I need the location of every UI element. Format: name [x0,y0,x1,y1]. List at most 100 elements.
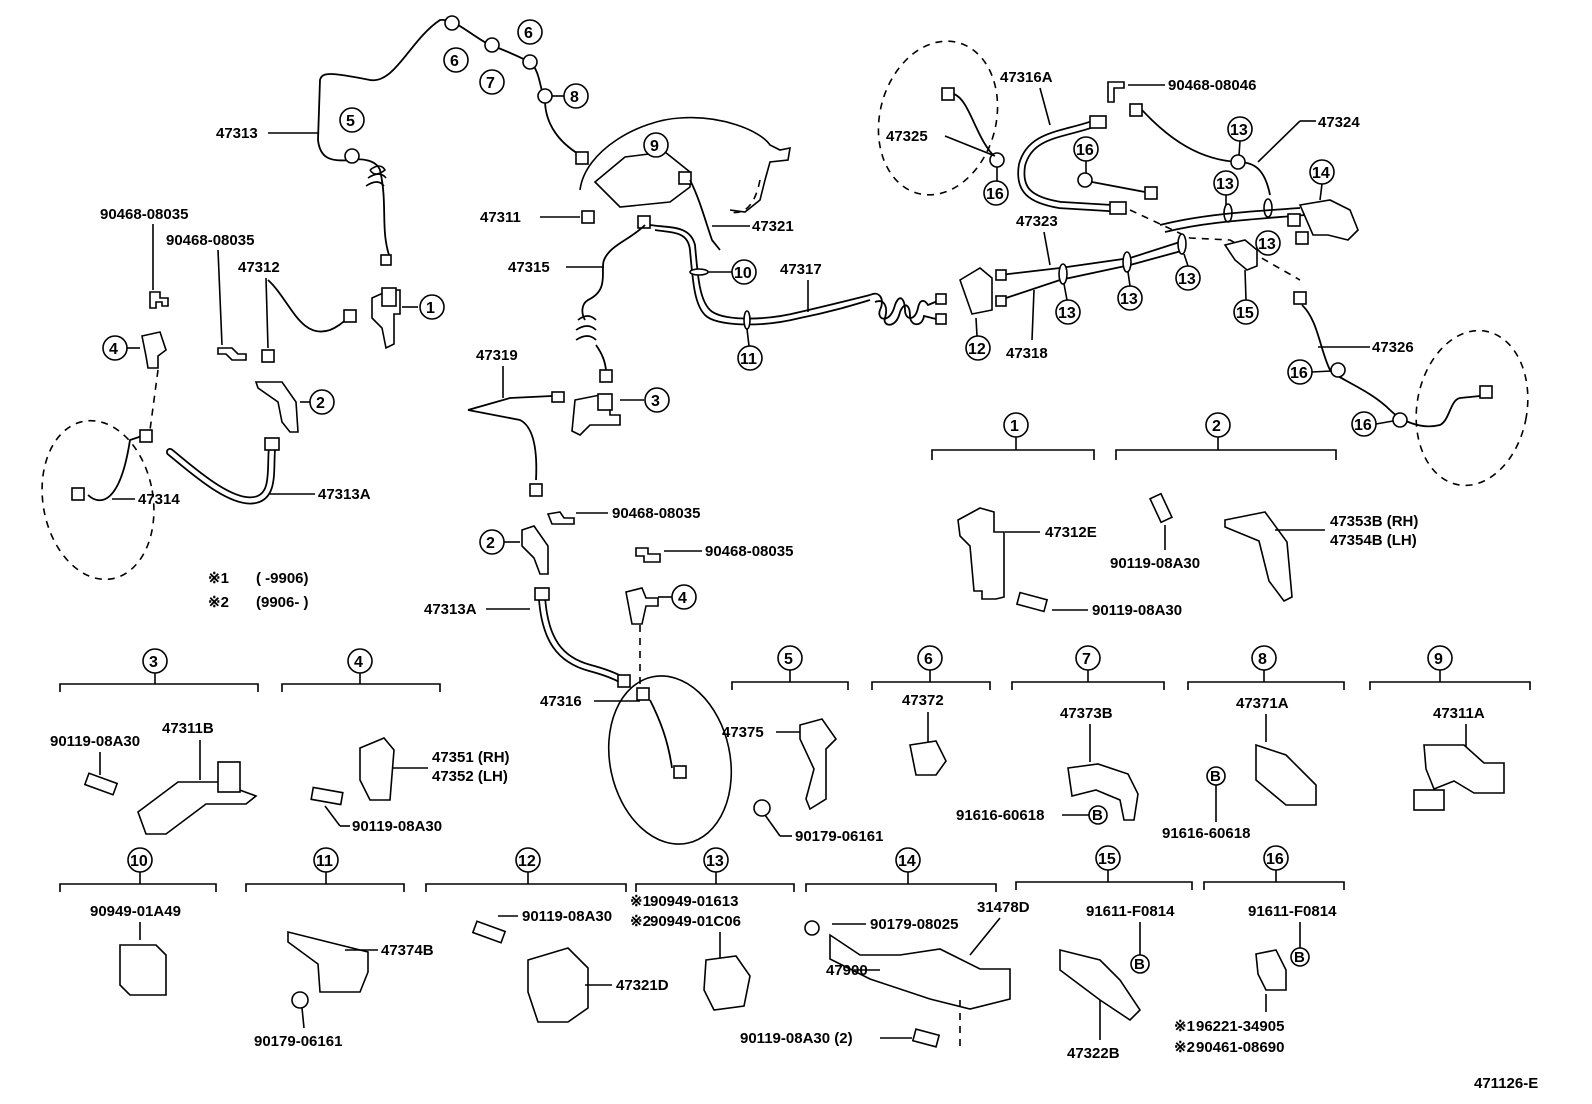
svg-text:47311B: 47311B [162,720,214,737]
figure-id: 471126-E [1474,1075,1538,1092]
group-3: 3 47311B 90119-08A30 [50,648,259,835]
svg-text:14: 14 [1312,165,1330,182]
callout-13e: 13 [1117,285,1143,311]
group-9: 9 47311A [1369,645,1531,811]
svg-text:B: B [1134,956,1145,973]
part-47318-label: 47318 [1006,345,1048,362]
callout-3-top: 3 [644,387,670,413]
group-15: 15 91611-F0814 B 47322B [1015,845,1193,1062]
part-47315-label: 47315 [508,259,550,276]
svg-text:※1: ※1 [1174,1018,1195,1035]
callout-10: 10 [731,259,757,285]
group-5: 5 47375 90179-06161 [722,645,883,845]
svg-text:47373B: 47373B [1060,705,1113,722]
part-47313-label: 47313 [216,125,258,142]
svg-text:31478D: 31478D [977,899,1030,916]
group-14: 14 90179-08025 31478D 47900 90119-08A30 … [740,847,1030,1050]
svg-text:90119-08A30: 90119-08A30 [352,818,442,835]
part-47316A-label: 47316A [1000,69,1053,86]
svg-text:13: 13 [1216,176,1234,193]
callout-5: 5 [339,107,365,133]
svg-text:5: 5 [346,113,355,130]
part-47326-label: 47326 [1372,339,1414,356]
svg-text:3: 3 [651,393,660,410]
group-16: 16 91611-F0814 B ※1 96221-34905 ※2 90461… [1174,845,1345,1056]
part-47323-label: 47323 [1016,213,1058,230]
group-4: 4 47351 (RH) 47352 (LH) 90119-08A30 [281,648,510,835]
callout-13a: 13 [1227,116,1253,142]
svg-text:※2: ※2 [630,913,651,930]
svg-text:10: 10 [734,265,752,282]
svg-text:1: 1 [426,300,435,317]
svg-text:47321D: 47321D [616,977,669,994]
svg-text:7: 7 [486,75,495,92]
svg-text:16: 16 [1266,851,1284,868]
group-11: 11 47374B 90179-06161 [245,847,434,1050]
callout-8: 8 [563,83,589,109]
callout-7: 7 [479,69,505,95]
svg-text:※2: ※2 [1174,1039,1195,1056]
callout-2-top: 2 [309,389,335,415]
svg-text:11: 11 [740,351,757,368]
svg-text:90179-08025: 90179-08025 [870,916,958,933]
group-10: 10 90949-01A49 [59,847,217,996]
callout-6b: 6 [517,19,543,45]
svg-text:47322B: 47322B [1067,1045,1120,1062]
callout-16b: 16 [1073,136,1099,162]
svg-text:9: 9 [1434,651,1443,668]
svg-text:91611-F0814: 91611-F0814 [1086,903,1175,920]
callout-1: 1 [419,294,445,320]
svg-text:96221-34905: 96221-34905 [1196,1018,1284,1035]
svg-text:8: 8 [570,89,579,106]
svg-text:13: 13 [1258,236,1276,253]
svg-text:16: 16 [986,186,1004,203]
callout-15: 15 [1233,299,1259,325]
svg-text:90119-08A30 (2): 90119-08A30 (2) [740,1030,853,1047]
svg-text:47354B (LH): 47354B (LH) [1330,532,1417,549]
callout-13f: 13 [1175,265,1201,291]
part-47313A-mid-label: 47313A [424,601,477,618]
svg-text:13: 13 [1120,291,1138,308]
part-47325-label: 47325 [886,128,928,145]
svg-text:90949-01A49: 90949-01A49 [90,903,181,920]
master-cylinder-outline [579,116,791,214]
part-90468-08035-b-label: 90468-08035 [166,232,254,249]
svg-text:47311A: 47311A [1433,705,1485,722]
svg-text:90179-06161: 90179-06161 [254,1033,342,1050]
callout-12: 12 [965,335,991,361]
svg-text:90179-06161: 90179-06161 [795,828,883,845]
svg-text:12: 12 [518,853,536,870]
svg-text:B: B [1294,949,1305,966]
svg-text:1: 1 [1010,418,1019,435]
svg-text:4: 4 [354,654,363,671]
callout-13b: 13 [1213,170,1239,196]
part-47319-label: 47319 [476,347,518,364]
part-90468-08035-d-label: 90468-08035 [705,543,793,560]
group-8: 8 47371A B 91616-60618 [1162,645,1345,842]
group-2: 2 90119-08A30 47353B (RH) 47354B (LH) [1110,412,1418,603]
svg-text:2: 2 [316,395,325,412]
svg-text:4: 4 [678,590,687,607]
svg-text:47352 (LH): 47352 (LH) [432,768,508,785]
svg-text:15: 15 [1236,305,1254,322]
part-47313A-top-label: 47313A [318,486,371,503]
svg-text:6: 6 [924,651,933,668]
svg-text:B: B [1092,807,1103,824]
callout-4-left: 4 [102,335,128,361]
svg-text:3: 3 [149,654,158,671]
group-12: 12 90119-08A30 47321D [425,847,669,1023]
svg-text:13: 13 [706,853,724,870]
svg-text:13: 13 [1058,305,1076,322]
svg-text:91616-60618: 91616-60618 [956,807,1044,824]
part-47317-label: 47317 [780,261,822,278]
callout-13c: 13 [1255,230,1281,256]
callout-4-mid: 4 [671,584,697,610]
part-47316-label: 47316 [540,693,582,710]
svg-text:5: 5 [784,651,793,668]
part-47312-label: 47312 [238,259,280,276]
group-7: 7 47373B 91616-60618 B [956,645,1165,825]
svg-text:6: 6 [524,25,533,42]
upper-brake-tube-47313 [317,15,589,266]
svg-text:4: 4 [109,341,118,358]
note-2-mark: ※2 [208,594,229,611]
